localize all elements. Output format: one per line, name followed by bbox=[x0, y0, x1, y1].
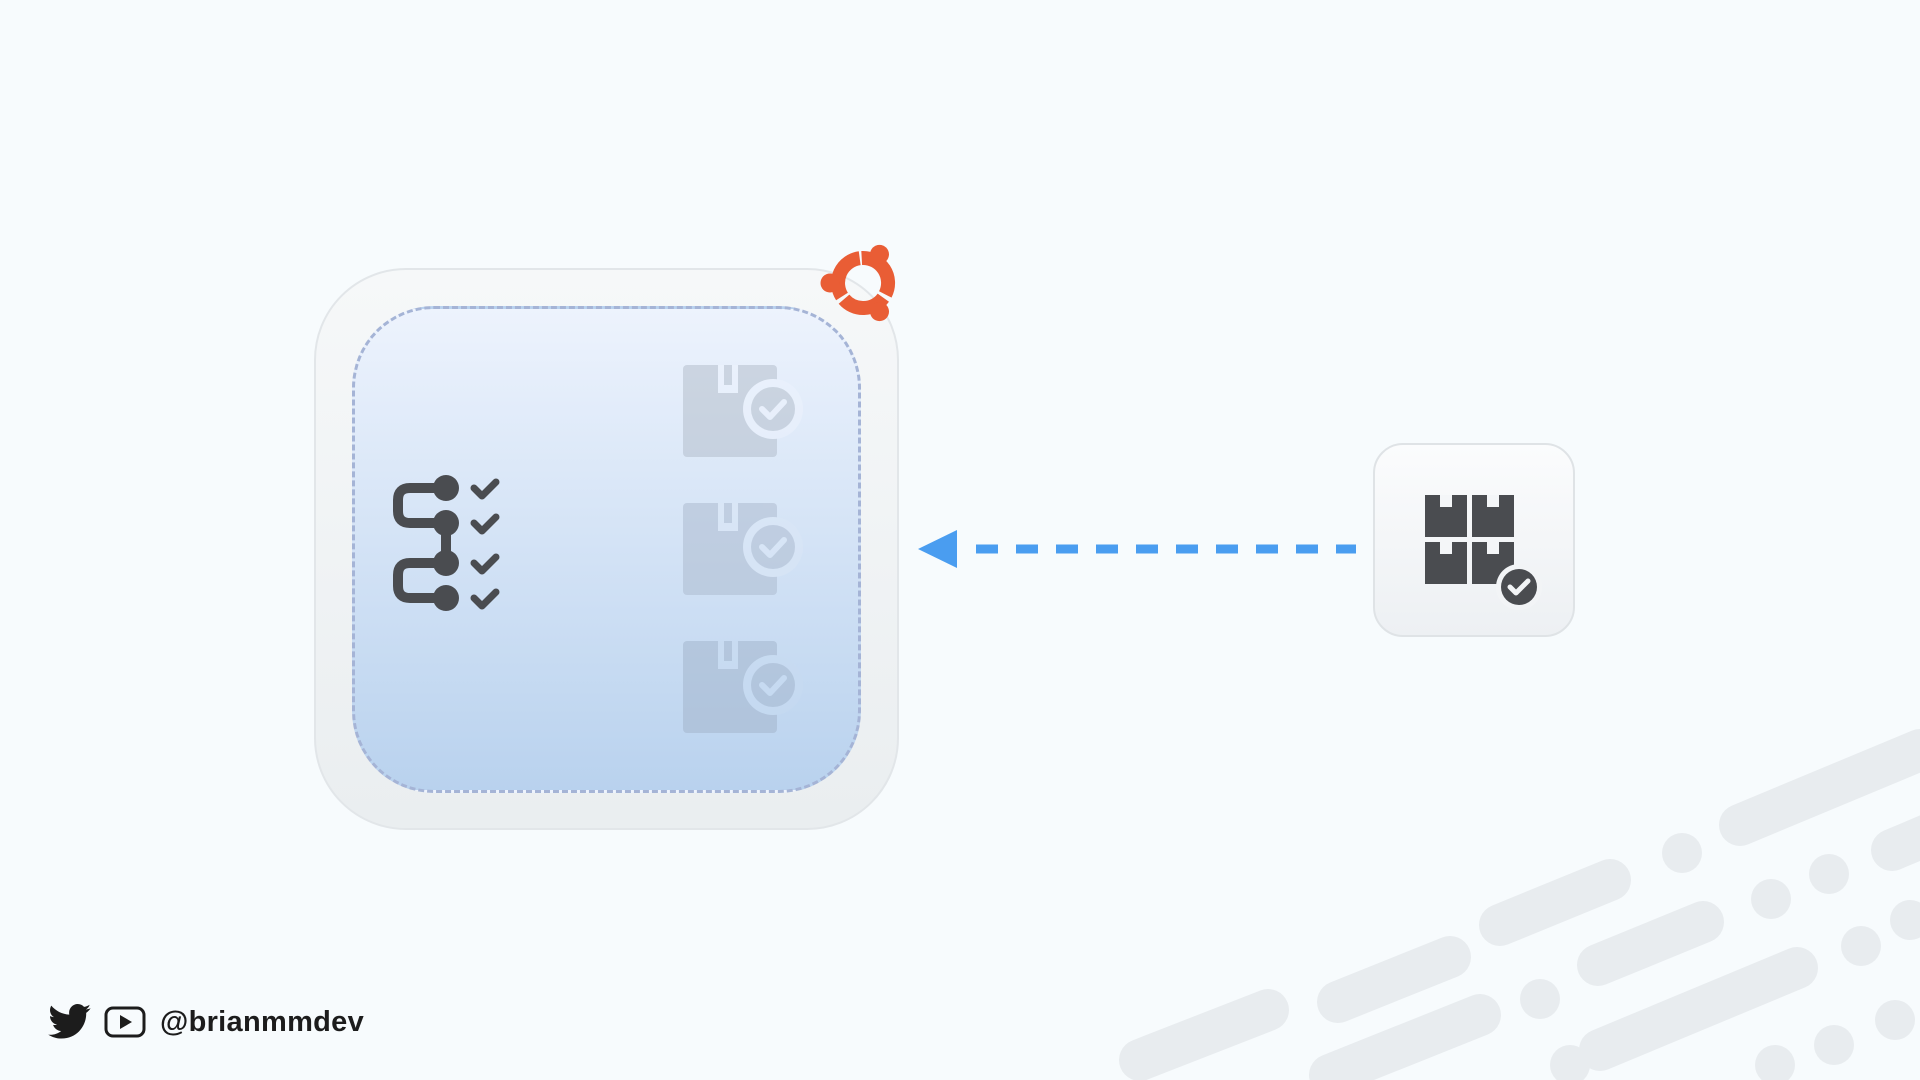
social-footer: @brianmmdev bbox=[48, 1000, 364, 1044]
ubuntu-logo-icon bbox=[820, 244, 896, 322]
social-handle: @brianmmdev bbox=[160, 1005, 365, 1038]
package-check-icon bbox=[683, 503, 803, 595]
checklist-workflow-icon bbox=[393, 475, 500, 611]
package-registry-box bbox=[1373, 443, 1575, 637]
arrow-head bbox=[918, 530, 957, 568]
package-check-icon bbox=[683, 641, 803, 733]
package-registry-icon bbox=[1425, 495, 1542, 610]
twitter-icon[interactable] bbox=[48, 1004, 92, 1040]
youtube-icon[interactable] bbox=[104, 1006, 146, 1038]
package-check-icon bbox=[683, 365, 803, 457]
dashed-arrow bbox=[918, 530, 1356, 568]
